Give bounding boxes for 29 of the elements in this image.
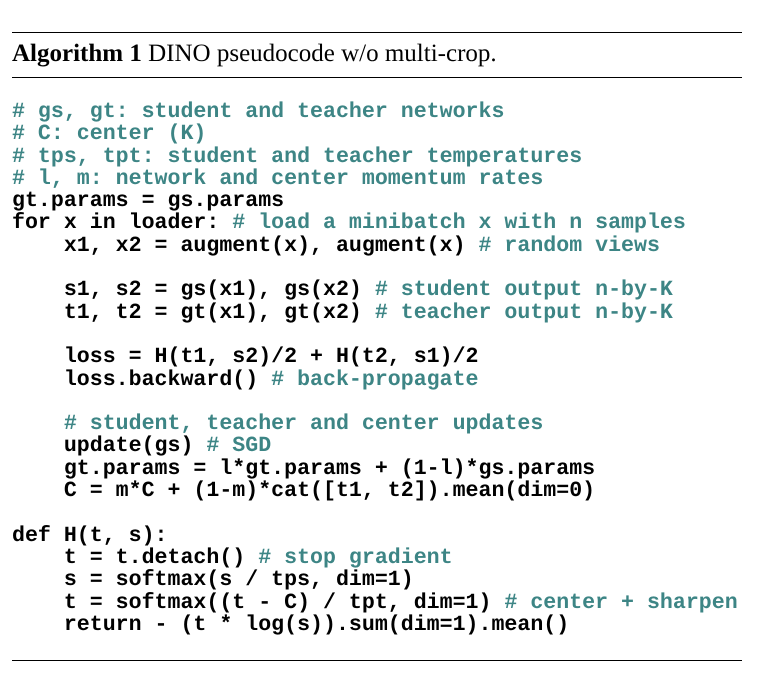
code-comment: # C: center (K): [12, 122, 206, 146]
code-comment: # gs, gt: student and teacher networks: [12, 100, 504, 124]
code-statement: C = m*C + (1-m)*cat([t1, t2]).mean(dim=0): [64, 479, 596, 504]
code-statement: s1, s2 = gs(x1), gs(x2): [64, 278, 362, 302]
algorithm-title: Algorithm 1 DINO pseudocode w/o multi-crop.: [12, 40, 497, 68]
code-statement: t = softmax((t - C) / tpt, dim=1): [64, 590, 492, 615]
code-comment: # random views: [478, 234, 660, 258]
code-statement: def H(t, s):: [12, 524, 168, 548]
code-statement: gt.params = l*gt.params + (1-l)*gs.params: [64, 456, 596, 481]
code-statement: loss.backward(): [64, 368, 258, 392]
code-statement: loss = H(t1, s2)/2 + H(t2, s1)/2: [64, 345, 478, 370]
code-comment: # center + sharpen: [504, 590, 738, 615]
code-comment: # load a minibatch x with n samples: [232, 211, 686, 236]
code-comment: # stop gradient: [258, 546, 453, 570]
code-statement: gt.params = gs.params: [12, 189, 284, 214]
code-statement: t = t.detach(): [64, 546, 246, 570]
code-statement: s = softmax(s / tps, dim=1): [64, 568, 414, 592]
code-comment: # SGD: [206, 434, 272, 458]
code-comment: # teacher output n-by-K: [374, 300, 673, 325]
code-statement: return - (t * log(s)).sum(dim=1).mean(): [64, 612, 570, 637]
code-statement: update(gs): [64, 434, 194, 458]
code-statement: t1, t2 = gt(x1), gt(x2): [64, 300, 362, 325]
code-comment: # tps, tpt: student and teacher temperatures: [12, 144, 582, 169]
code-comment: # student, teacher and center updates: [64, 412, 544, 436]
code-comment: # student output n-by-K: [374, 278, 673, 302]
code-comment: # l, m: network and center momentum rates: [12, 166, 544, 191]
code-statement: for x in loader:: [12, 211, 220, 236]
code-statement: x1, x2 = augment(x), augment(x): [64, 234, 466, 258]
code-comment: # back-propagate: [271, 368, 479, 392]
